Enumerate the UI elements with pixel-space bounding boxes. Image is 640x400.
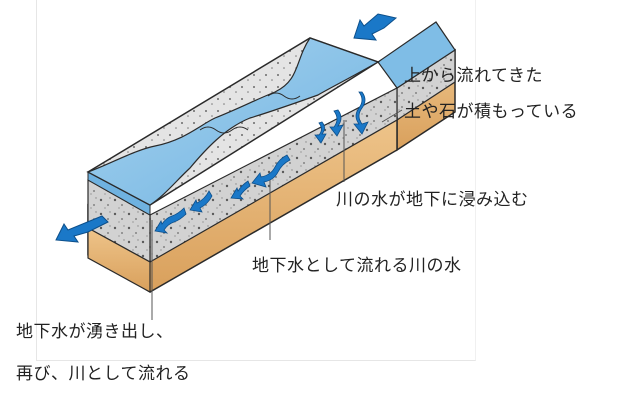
- label-spring-line1: 地下水が湧き出し、: [16, 322, 174, 342]
- image-frame: [36, 0, 476, 361]
- outflow-arrow: [55, 215, 109, 243]
- leader-lines: [151, 109, 403, 320]
- water-right-face: [377, 21, 456, 89]
- inflow-arrow: [353, 13, 398, 41]
- groundwater-flow-arrows: [154, 91, 369, 234]
- top-surface-river: [86, 37, 380, 206]
- label-groundwater: 地下水として流れる川の水: [252, 256, 462, 276]
- label-spring-line2: 再び、川として流れる: [16, 364, 191, 384]
- label-sediment-line1: 上から流れてきた: [404, 66, 543, 86]
- label-sediment-line2: 土や石が積もっている: [404, 102, 579, 122]
- left-end-face-sand: [87, 226, 151, 294]
- label-seep: 川の水が地下に浸み込む: [336, 190, 529, 210]
